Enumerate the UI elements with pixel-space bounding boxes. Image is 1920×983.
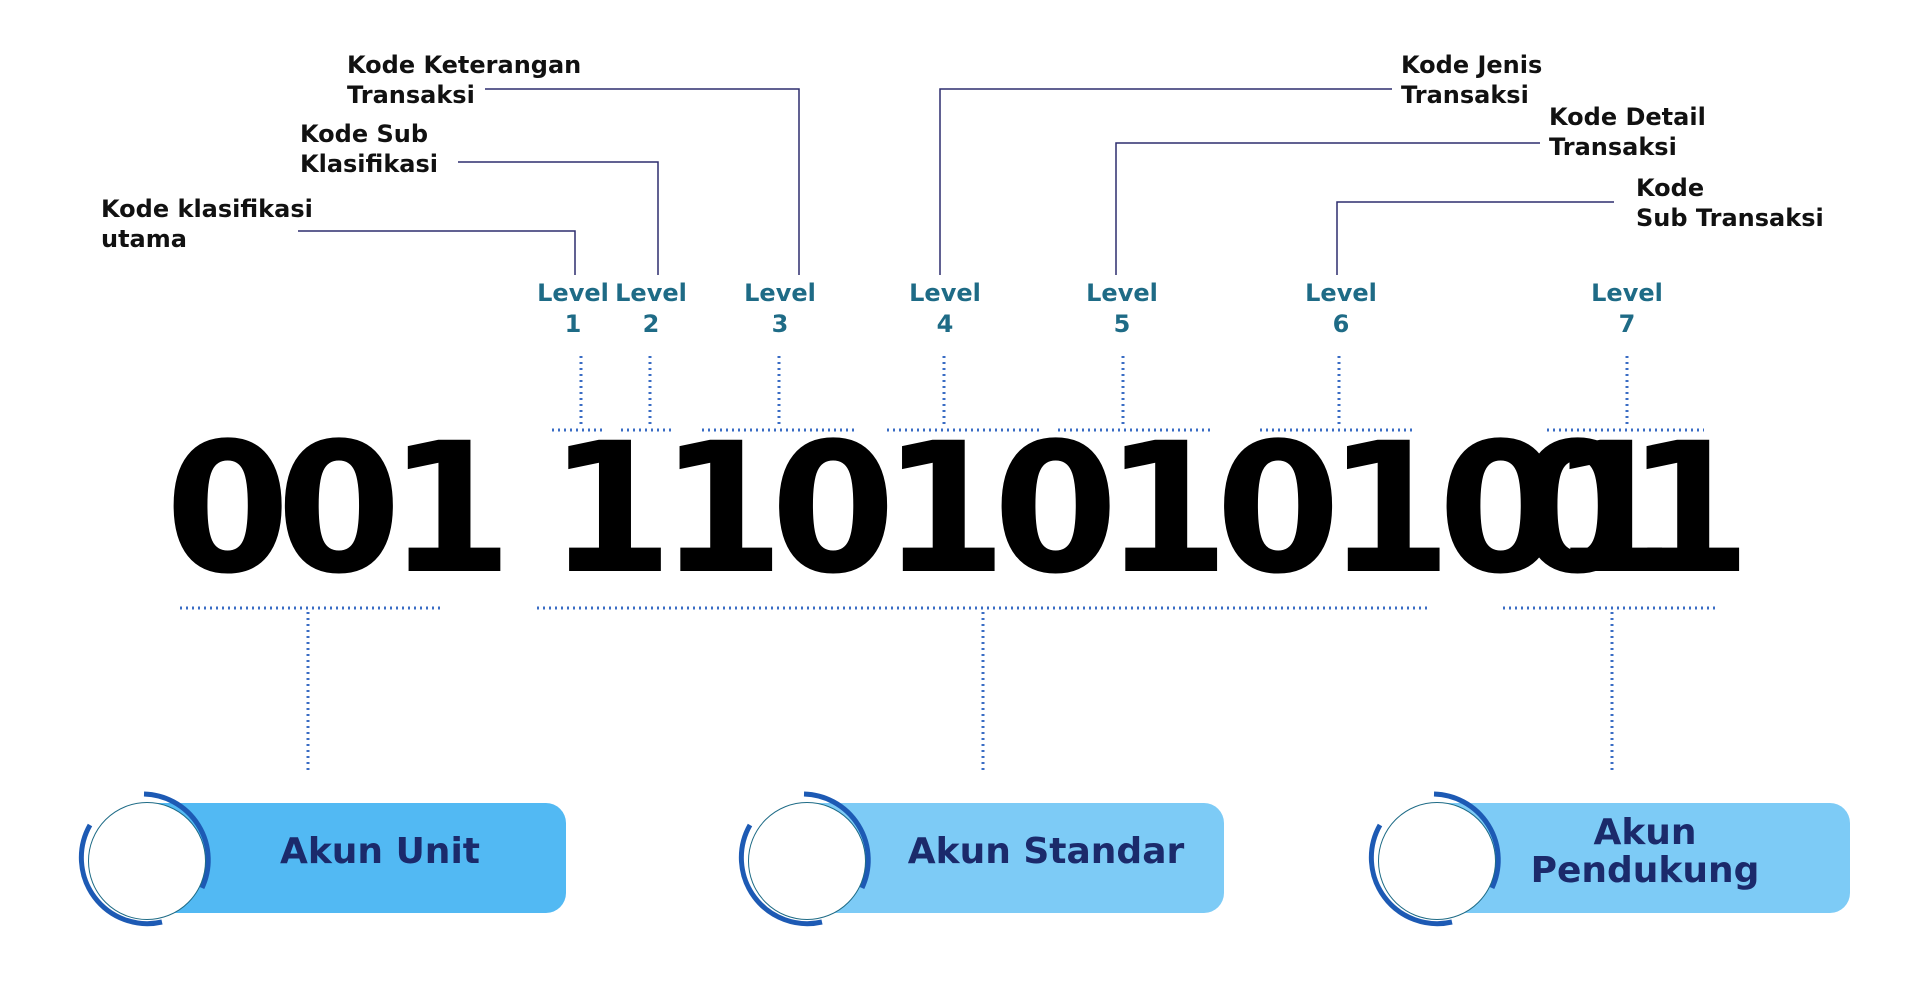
leader-line-level-5 xyxy=(1115,142,1540,275)
callout-detail-transaksi: Kode Detail Transaksi xyxy=(1549,102,1706,162)
level-5-word: Level xyxy=(1086,279,1158,307)
ring-arc-akun-unit-icon xyxy=(78,791,211,927)
leader-line-level-4 xyxy=(939,88,1392,275)
callout-sub-klasifikasi: Kode Sub Klasifikasi xyxy=(300,119,438,179)
level-1-word: Level xyxy=(537,279,609,307)
callout-detail-transaksi-line-2: Transaksi xyxy=(1549,133,1677,161)
callout-klasifikasi-utama-line-1: Kode klasifikasi xyxy=(101,195,313,223)
level-5-label: Level 5 xyxy=(1077,278,1167,340)
leader-lines xyxy=(298,88,1614,275)
pill-akun-pendukung-label: Akun Pendukung xyxy=(1530,812,1760,891)
ring-akun-unit xyxy=(88,802,206,920)
level-4-word: Level xyxy=(909,279,981,307)
level-6-label: Level 6 xyxy=(1296,278,1386,340)
pill-akun-standar-label: Akun Standar xyxy=(907,831,1185,872)
pill-akun-unit-label: Akun Unit xyxy=(279,831,480,872)
level-7-number: 7 xyxy=(1618,310,1636,338)
level-3-number: 3 xyxy=(771,310,789,338)
callout-sub-klasifikasi-line-1: Kode Sub xyxy=(300,120,429,148)
leader-line-level-1 xyxy=(298,230,576,275)
code-akun-unit: 001 xyxy=(165,405,513,614)
ring-arc-akun-pendukung-icon xyxy=(1368,791,1501,927)
level-1-label: Level 1 xyxy=(528,278,618,340)
level-4-label: Level 4 xyxy=(900,278,990,340)
callout-sub-klasifikasi-line-2: Klasifikasi xyxy=(300,150,438,178)
group-connectors xyxy=(180,606,1715,772)
level-connectors xyxy=(552,356,1704,432)
leader-line-level-2 xyxy=(458,161,659,275)
level-3-label: Level 3 xyxy=(735,278,825,340)
code-akun-standar: 1101010101 xyxy=(548,405,1674,614)
level-6-number: 6 xyxy=(1332,310,1350,338)
level-2-label: Level 2 xyxy=(606,278,696,340)
callout-klasifikasi-utama-line-2: utama xyxy=(101,225,187,253)
level-3-word: Level xyxy=(744,279,816,307)
level-7-word: Level xyxy=(1591,279,1663,307)
callout-sub-transaksi-line-2: Sub Transaksi xyxy=(1636,204,1824,232)
level-6-word: Level xyxy=(1305,279,1377,307)
level-5-number: 5 xyxy=(1113,310,1131,338)
callout-klasifikasi-utama: Kode klasifikasi utama xyxy=(101,194,313,254)
level-4-number: 4 xyxy=(936,310,954,338)
callout-jenis-transaksi: Kode Jenis Transaksi xyxy=(1401,50,1542,110)
callout-keterangan-transaksi: Kode Keterangan Transaksi xyxy=(347,50,581,110)
level-1-number: 1 xyxy=(564,310,582,338)
leader-line-level-3 xyxy=(485,88,800,275)
ring-akun-standar xyxy=(748,802,866,920)
leader-line-level-6 xyxy=(1336,201,1614,275)
callout-jenis-transaksi-line-2: Transaksi xyxy=(1401,81,1529,109)
code-akun-pendukung: 01 xyxy=(1515,405,1751,614)
level-2-number: 2 xyxy=(642,310,660,338)
callout-sub-transaksi-line-1: Kode xyxy=(1636,174,1705,202)
callout-jenis-transaksi-line-1: Kode Jenis xyxy=(1401,51,1543,79)
level-7-label: Level 7 xyxy=(1582,278,1672,340)
callout-detail-transaksi-line-1: Kode Detail xyxy=(1549,103,1706,131)
callout-keterangan-transaksi-line-1: Kode Keterangan xyxy=(347,51,582,79)
level-2-word: Level xyxy=(615,279,687,307)
ring-arc-akun-standar-icon xyxy=(738,791,871,927)
ring-akun-pendukung xyxy=(1378,802,1496,920)
callout-sub-transaksi: Kode Sub Transaksi xyxy=(1636,173,1824,233)
callout-keterangan-transaksi-line-2: Transaksi xyxy=(347,81,475,109)
